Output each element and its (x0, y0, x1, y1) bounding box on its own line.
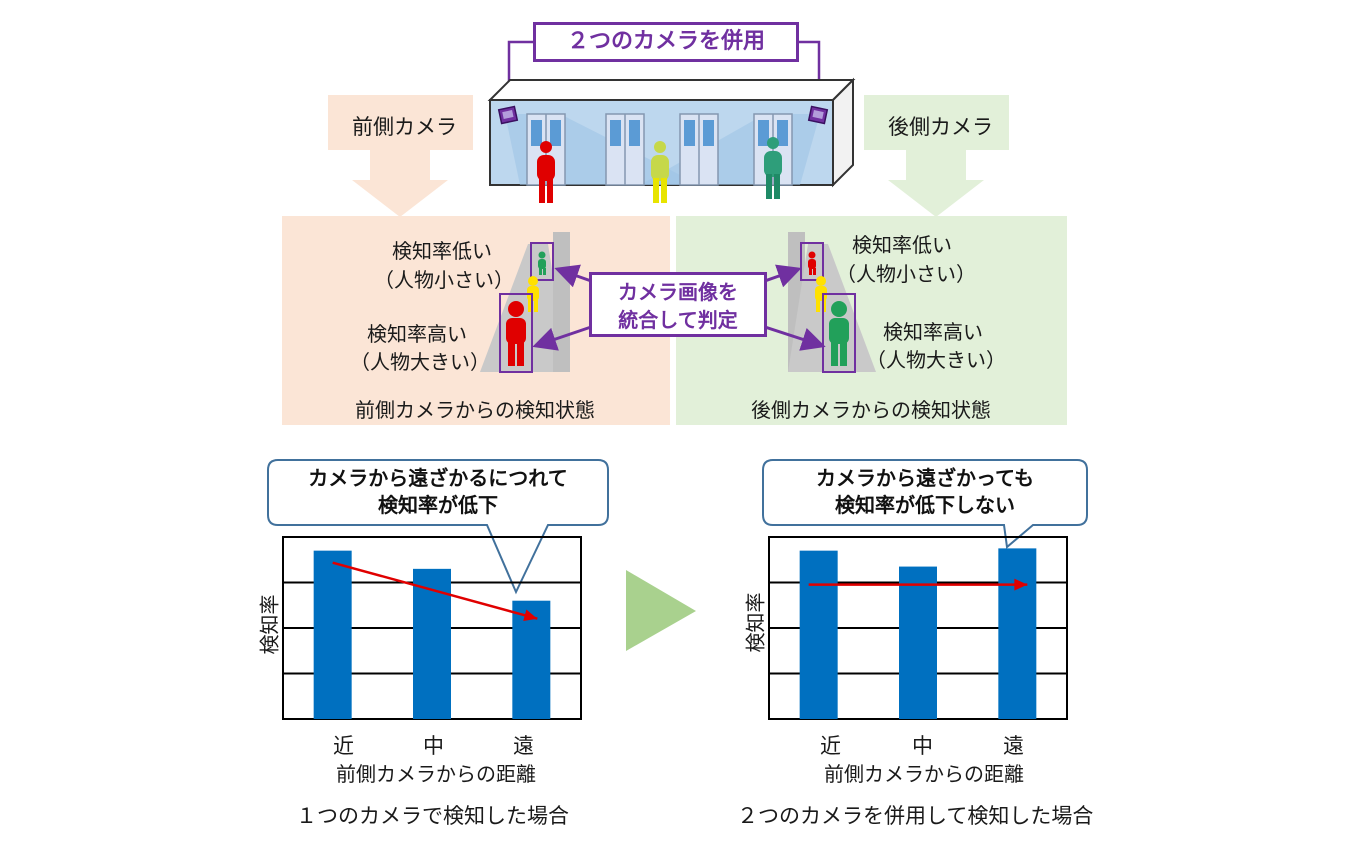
left-chart-bar-2 (512, 600, 551, 719)
rear-camera-label: 後側カメラ (888, 115, 993, 139)
left-tick-near: 近 (333, 734, 354, 758)
integrate-line-2: 統合して判定 (618, 308, 738, 332)
person-red-icon (537, 141, 555, 203)
front-low-rate-note: （人物小さい） (374, 268, 514, 292)
rear-camera-icon (807, 105, 829, 125)
front-high-rate-note: （人物大きい） (350, 350, 490, 374)
chart-single-camera (282, 536, 582, 720)
front-panel-caption: 前側カメラからの検知状態 (355, 398, 595, 422)
right-tick-mid: 中 (912, 734, 933, 758)
left-callout: カメラから遠ざかるにつれて 検知率が低下 (268, 465, 608, 521)
rear-low-rate-note: （人物小さい） (836, 262, 976, 286)
front-high-rate: 検知率高い (367, 322, 467, 346)
left-chart-trend-line (332, 561, 538, 620)
right-scenario-caption: ２つのカメラを併用して検知した場合 (737, 804, 1094, 828)
front-low-rate: 検知率低い (392, 239, 492, 263)
rear-high-rate-note: （人物大きい） (866, 348, 1006, 372)
right-tick-near: 近 (820, 734, 841, 758)
chart-dual-camera (768, 536, 1068, 720)
right-callout: カメラから遠ざかっても 検知率が低下しない (763, 465, 1087, 521)
integrate-line-1: カメラ画像を (618, 280, 738, 304)
right-chart-trend-arrowhead (1014, 578, 1028, 591)
rear-low-rate: 検知率低い (852, 233, 952, 257)
integrate-judgement-box: カメラ画像を 統合して判定 (589, 272, 767, 337)
left-tick-mid: 中 (423, 734, 444, 758)
left-callout-line-2: 検知率が低下 (378, 493, 498, 517)
left-scenario-caption: １つのカメラで検知した場合 (296, 804, 569, 828)
right-chart-bar-0 (799, 550, 838, 719)
front-camera-arrow (328, 95, 473, 217)
right-callout-line-2: 検知率が低下しない (835, 493, 1015, 517)
left-chart-bar-0 (313, 550, 352, 719)
front-camera-label: 前側カメラ (352, 115, 457, 139)
person-yellow-icon (651, 141, 669, 203)
right-tick-far: 遠 (1003, 734, 1024, 758)
front-camera-icon (497, 105, 519, 125)
rear-panel-caption: 後側カメラからの検知状態 (751, 398, 991, 422)
left-y-axis-label: 検知率 (257, 594, 282, 655)
left-tick-far: 遠 (513, 734, 534, 758)
progression-arrow-icon (626, 570, 696, 651)
right-y-axis-label: 検知率 (743, 592, 768, 653)
rear-high-rate: 検知率高い (883, 320, 983, 344)
left-chart-bar-1 (413, 568, 451, 719)
left-callout-line-1: カメラから遠ざかるにつれて (308, 466, 568, 490)
rear-camera-arrow (864, 95, 1009, 217)
right-chart-bar-1 (899, 566, 937, 719)
combined-cameras-banner: ２つのカメラを併用 (533, 22, 799, 62)
left-x-axis-label: 前側カメラからの距離 (336, 762, 536, 786)
left-chart-trend-arrowhead (523, 609, 538, 622)
right-callout-line-1: カメラから遠ざかっても (816, 466, 1034, 490)
right-x-axis-label: 前側カメラからの距離 (824, 762, 1024, 786)
right-chart-bar-2 (998, 548, 1037, 719)
person-green-icon (764, 137, 782, 199)
